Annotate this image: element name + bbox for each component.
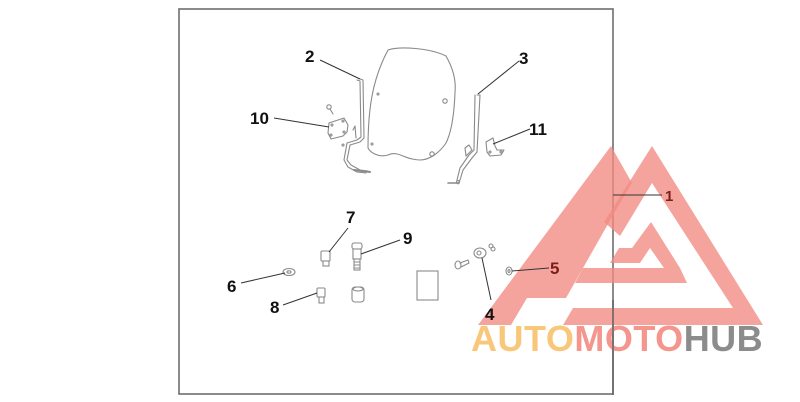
callout-7: 7 (346, 208, 355, 227)
callout-10: 10 (250, 109, 269, 128)
callout-5: 5 (550, 259, 559, 278)
watermark-hub: HUB (683, 318, 764, 359)
washer-part (505, 266, 513, 276)
right-stay-part (447, 94, 481, 185)
instruction-sheet-part (416, 270, 439, 301)
left-stay-part (341, 78, 371, 174)
windscreen-part (367, 47, 456, 161)
callout-1: 1 (665, 188, 673, 205)
spacer-collar-part (351, 286, 365, 303)
collar-spacer-short-part (316, 287, 326, 304)
rubber-mount-part (454, 243, 496, 270)
watermark-brand-text: AUTOMOTOHUB (471, 319, 763, 359)
leader-lines (240, 59, 662, 306)
right-mounting-plate-part (485, 137, 505, 157)
callout-11: 11 (529, 120, 547, 139)
callout-8: 8 (270, 298, 279, 317)
watermark-logo-icon (478, 146, 763, 325)
collar-spacer-part (320, 250, 331, 267)
flange-bolt-part (351, 242, 363, 271)
watermark-moto: MOTO (574, 318, 684, 359)
callout-6: 6 (227, 277, 236, 296)
callout-2: 2 (305, 47, 314, 66)
watermark-auto: AUTO (471, 318, 575, 359)
callout-4: 4 (485, 305, 495, 324)
left-mounting-plate-part (326, 104, 349, 140)
callout-3: 3 (519, 49, 528, 68)
callout-9: 9 (403, 229, 412, 248)
frame-right-edge-overlay (612, 300, 614, 395)
flat-washer-part (282, 267, 296, 277)
